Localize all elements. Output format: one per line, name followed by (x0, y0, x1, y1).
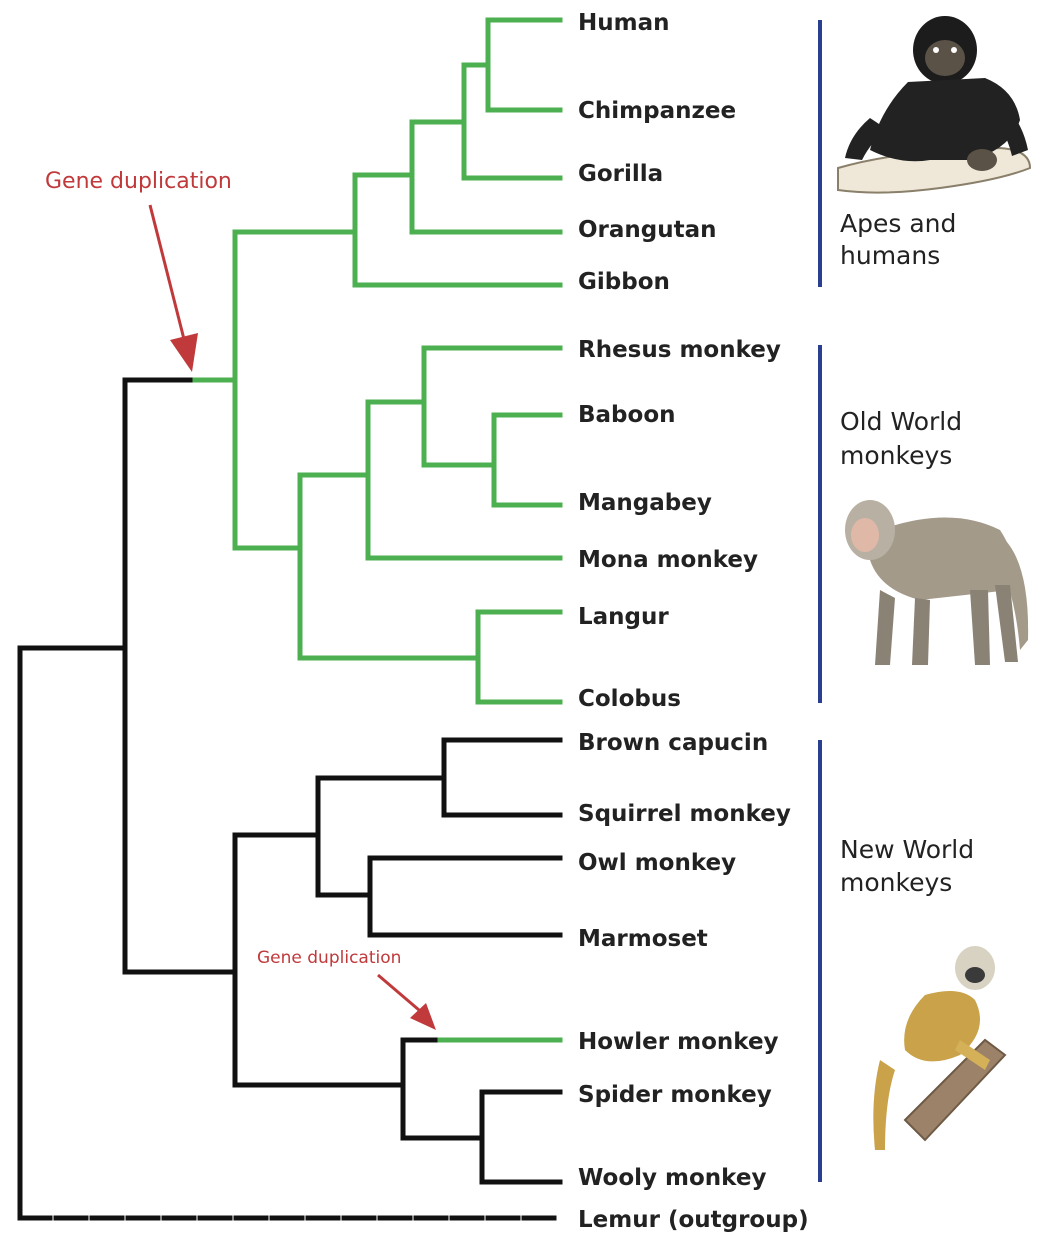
label-gibbon: Gibbon (578, 269, 670, 295)
group-new-world-line2: monkeys (840, 868, 952, 897)
group-new-world-line1: New World (840, 835, 974, 864)
label-mona: Mona monkey (578, 547, 758, 573)
duplicated-branches (195, 20, 560, 1040)
group-old-world-line1: Old World (840, 407, 962, 436)
label-squirrel: Squirrel monkey (578, 801, 791, 827)
ancestral-branches (20, 380, 560, 1218)
annotation-duplication-major: Gene duplication (45, 169, 232, 194)
label-capucin: Brown capucin (578, 730, 768, 756)
group-old-world-line2: monkeys (840, 441, 952, 470)
label-owl: Owl monkey (578, 850, 736, 876)
label-rhesus: Rhesus monkey (578, 337, 781, 363)
duplication-annotations: Gene duplication Gene duplication (45, 169, 436, 1030)
label-langur: Langur (578, 604, 669, 630)
arrowhead-major (170, 333, 198, 372)
label-human: Human (578, 10, 669, 36)
label-lemur: Lemur (outgroup) (578, 1207, 809, 1233)
root-branch (20, 648, 125, 1218)
group-apes-line2: humans (840, 241, 940, 270)
macaque-illustration (845, 500, 1028, 665)
taxon-labels: Human Chimpanzee Gorilla Orangutan Gibbo… (578, 10, 809, 1233)
arrow-duplication-major (150, 205, 188, 355)
annotation-duplication-minor: Gene duplication (257, 948, 401, 968)
label-spider: Spider monkey (578, 1082, 772, 1108)
label-marmoset: Marmoset (578, 926, 708, 952)
label-howler: Howler monkey (578, 1029, 779, 1055)
label-wooly: Wooly monkey (578, 1165, 766, 1191)
label-chimpanzee: Chimpanzee (578, 98, 736, 124)
label-baboon: Baboon (578, 402, 676, 428)
label-colobus: Colobus (578, 686, 681, 712)
label-mangabey: Mangabey (578, 490, 712, 516)
label-gorilla: Gorilla (578, 161, 663, 187)
group-apes-line1: Apes and (840, 209, 956, 238)
label-orangutan: Orangutan (578, 217, 717, 243)
squirrel-monkey-illustration (873, 946, 1005, 1150)
chimpanzee-illustration (838, 16, 1030, 193)
